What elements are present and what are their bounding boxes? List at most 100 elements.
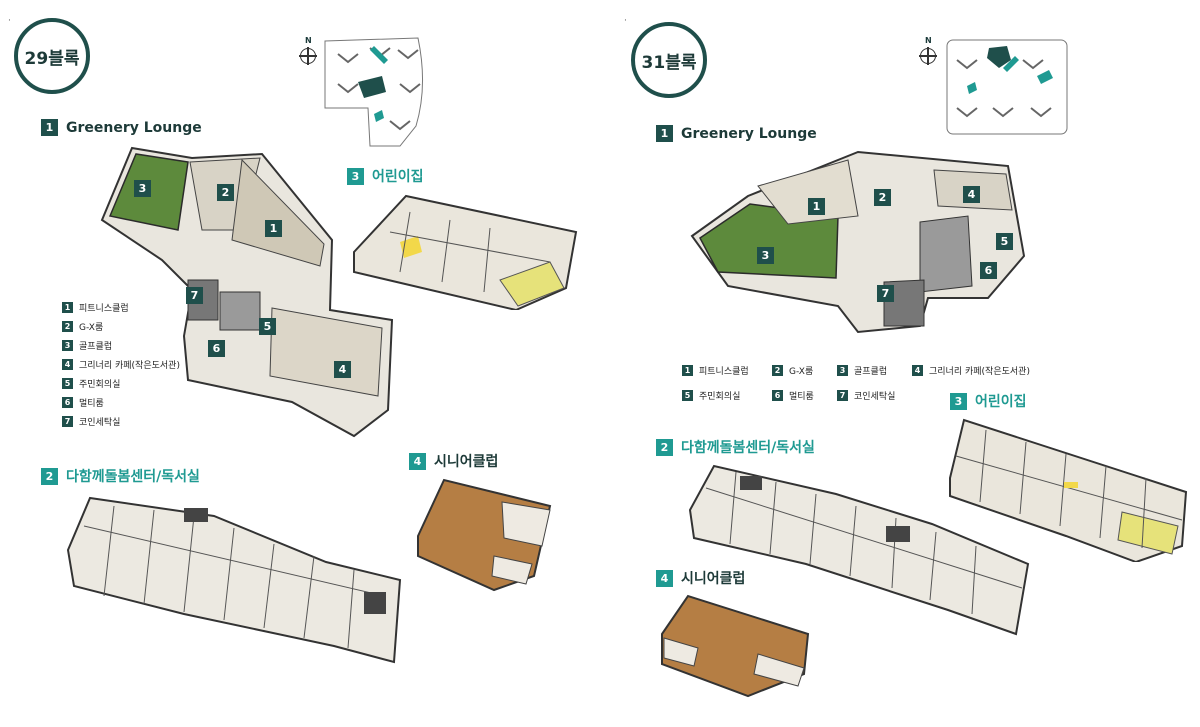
legend-item: 6 멀티룸 — [62, 393, 180, 412]
legend-number: 1 — [682, 365, 693, 376]
legend-label: 그리너리 카페(작은도서관) — [929, 367, 1030, 377]
legend-number: 4 — [62, 359, 73, 370]
care-center-plan — [688, 464, 1030, 636]
legend-number: 3 — [837, 365, 848, 376]
legend-number: 2 — [62, 321, 73, 332]
legend-number: 5 — [62, 378, 73, 389]
legend-number: 3 — [62, 340, 73, 351]
legend-number: 2 — [772, 365, 783, 376]
legend-label: 멀티룸 — [79, 399, 104, 409]
legend-label: 피트니스클럽 — [699, 367, 749, 377]
section-number-badge: 2 — [656, 438, 673, 456]
legend-item: 3 골프클럽 — [62, 336, 180, 355]
legend-label: 골프클럽 — [79, 342, 113, 352]
section-greenery-lounge: 1 Greenery Lounge — [41, 119, 202, 136]
senior-club-plan — [661, 594, 810, 698]
kids-center-plan — [353, 194, 578, 310]
compass-north-label: N — [925, 36, 932, 45]
legend-label: G-X룸 — [789, 367, 814, 377]
block-29-panel: · 29블록 N 1 Greenery Lounge 3 2 — [8, 16, 578, 664]
legend-label: 주민회의실 — [79, 380, 121, 390]
legend-item: 5 주민회의실 — [62, 374, 180, 393]
section-number-badge: 3 — [347, 167, 364, 185]
legend-label: 주민회의실 — [699, 392, 741, 402]
legend-item: 4 그리너리 카페(작은도서관) — [912, 364, 1072, 377]
section-title: Greenery Lounge — [681, 125, 817, 142]
legend-label: 코인세탁실 — [79, 418, 121, 428]
section-title: Greenery Lounge — [66, 119, 202, 136]
section-kids: 3 어린이집 — [347, 166, 424, 186]
care-center-plan — [66, 496, 402, 664]
section-greenery-lounge: 1 Greenery Lounge — [656, 125, 817, 142]
legend-item: 6 멀티룸 — [772, 389, 837, 402]
section-title: 다함께돌봄센터/독서실 — [66, 469, 200, 485]
section-care: 2 다함께돌봄센터/독서실 — [41, 466, 200, 486]
plan-marker: 5 — [996, 233, 1013, 250]
legend-number: 4 — [912, 365, 923, 376]
senior-club-plan — [417, 478, 552, 592]
legend-item: 7 코인세탁실 — [837, 389, 912, 402]
legend-number: 1 — [62, 302, 73, 313]
legend-item: 2 G-X룸 — [62, 317, 180, 336]
section-number-badge: 4 — [656, 569, 673, 587]
plan-marker: 1 — [265, 220, 282, 237]
plan-marker: 5 — [259, 318, 276, 335]
legend-number: 6 — [772, 390, 783, 401]
plan-marker: 7 — [186, 287, 203, 304]
corner-tick: · — [8, 16, 11, 26]
legend-label: 멀티룸 — [789, 392, 814, 402]
legend-item: 3 골프클럽 — [837, 364, 912, 377]
section-care: 2 다함께돌봄센터/독서실 — [656, 437, 815, 457]
legend-item: 5 주민회의실 — [682, 389, 772, 402]
plan-marker: 2 — [874, 189, 891, 206]
block-label: 31블록 — [641, 52, 697, 73]
greenery-lounge-plan — [100, 146, 394, 438]
legend-item: 1 피트니스클럽 — [62, 298, 180, 317]
plan-marker: 4 — [334, 361, 351, 378]
block-badge: 29블록 — [14, 18, 90, 94]
site-keymap — [946, 39, 1068, 135]
plan-marker: 4 — [963, 186, 980, 203]
section-number-badge: 3 — [950, 392, 967, 410]
legend-label: 골프클럽 — [854, 367, 888, 377]
compass-north-label: N — [305, 36, 312, 45]
legend-number: 5 — [682, 390, 693, 401]
legend-label: 피트니스클럽 — [79, 304, 129, 314]
block-badge: 31블록 — [631, 22, 707, 98]
legend-label: G-X룸 — [79, 323, 104, 333]
greenery-lounge-plan — [690, 150, 1026, 334]
block-label: 29블록 — [24, 48, 80, 69]
section-title: 시니어클럽 — [434, 454, 499, 470]
section-title: 다함께돌봄센터/독서실 — [681, 440, 815, 456]
section-kids: 3 어린이집 — [950, 391, 1027, 411]
plan-marker: 3 — [757, 247, 774, 264]
block-31-panel: · 31블록 N 1 Greenery Lounge 1 2 3 4 — [600, 0, 1200, 727]
section-number-badge: 1 — [656, 125, 673, 142]
corner-tick: · — [624, 16, 627, 26]
section-title: 시니어클럽 — [681, 571, 746, 587]
legend-item: 2 G-X룸 — [772, 364, 837, 377]
plan-marker: 1 — [808, 198, 825, 215]
plan-marker: 3 — [134, 180, 151, 197]
plan-marker: 2 — [217, 184, 234, 201]
section-title: 어린이집 — [975, 394, 1027, 410]
compass-icon: N — [296, 36, 322, 68]
facility-legend: 1 피트니스클럽 2 G-X룸 3 골프클럽 4 그리너리 카페(작은도서관) 5 주민회… — [682, 364, 1072, 402]
plan-marker: 6 — [980, 262, 997, 279]
legend-number: 7 — [837, 390, 848, 401]
legend-item: 7 코인세탁실 — [62, 412, 180, 431]
plan-marker: 7 — [877, 285, 894, 302]
section-number-badge: 4 — [409, 452, 426, 470]
legend-label: 코인세탁실 — [854, 392, 896, 402]
plan-marker: 6 — [208, 340, 225, 357]
section-number-badge: 2 — [41, 467, 58, 485]
kids-center-plan — [949, 418, 1188, 562]
legend-number: 7 — [62, 416, 73, 427]
legend-number: 6 — [62, 397, 73, 408]
section-title: 어린이집 — [372, 169, 424, 185]
section-senior: 4 시니어클럽 — [409, 451, 498, 471]
compass-icon: N — [916, 36, 942, 68]
site-keymap — [324, 37, 423, 147]
